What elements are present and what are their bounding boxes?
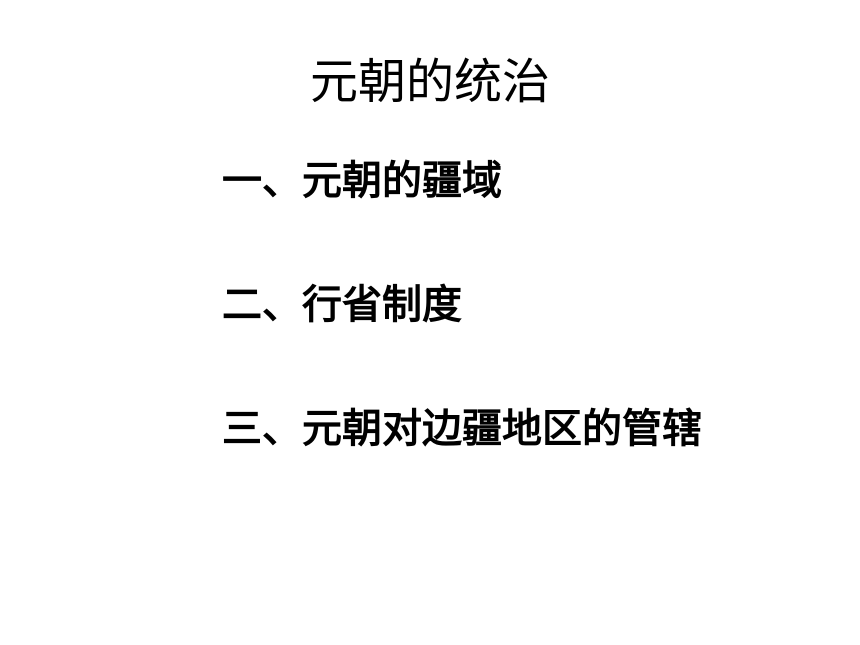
outline-item-territory: 一、元朝的疆域	[222, 158, 502, 204]
outline-item-frontier-administration: 三、元朝对边疆地区的管辖	[222, 406, 702, 452]
slide-title: 元朝的统治	[309, 54, 550, 110]
outline-item-province-system: 二、行省制度	[222, 282, 462, 328]
